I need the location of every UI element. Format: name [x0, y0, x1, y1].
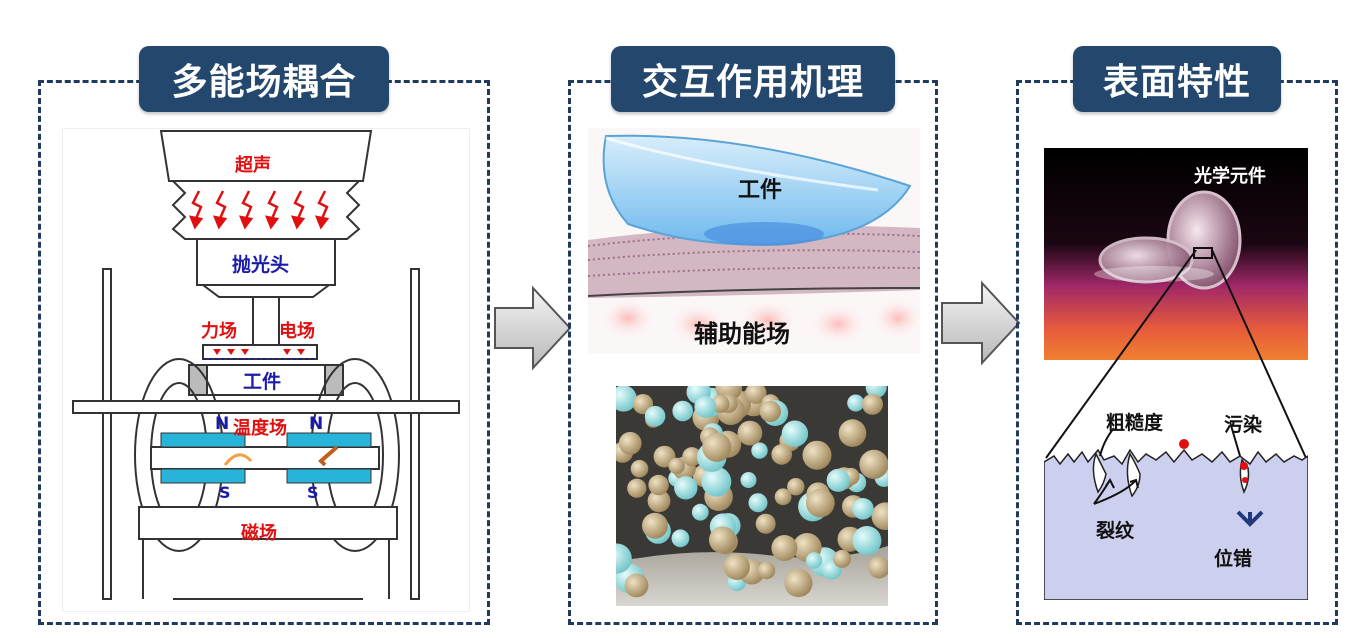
particle-sphere: [833, 549, 851, 568]
particle-sphere: [748, 493, 768, 513]
polishing-device-diagram: 超声 抛光头 力场 电场 工件 N 温度场 N S S 磁场: [62, 128, 470, 612]
particle-sphere: [701, 466, 732, 497]
panel-title-surface: 表面特性: [1073, 46, 1281, 112]
particle-sphere: [672, 400, 693, 422]
label-workpiece: 工件: [243, 371, 282, 393]
particle-sphere: [838, 419, 867, 447]
particle-sphere: [709, 526, 736, 554]
particle-sphere: [871, 502, 888, 530]
label-roughness: 粗糙度: [1106, 412, 1164, 434]
particle-sphere: [759, 400, 781, 423]
particle-sphere: [826, 468, 850, 492]
particle-sphere: [781, 420, 809, 447]
particle-sphere: [852, 498, 874, 520]
particle-sphere: [852, 526, 882, 555]
particle-sphere: [757, 561, 776, 580]
label-contamination: 污染: [1224, 414, 1263, 436]
particle-sphere: [751, 442, 768, 459]
label-pole-n-left: N: [215, 414, 230, 434]
particle-sphere: [771, 444, 792, 465]
mechanism-illustration: 工件 辅助能场: [588, 128, 920, 354]
surface-defects-diagram: 粗糙度 污染 裂纹 位错: [1044, 400, 1308, 600]
particle-sphere: [737, 420, 763, 446]
particle-sphere: [668, 457, 685, 475]
particle-sphere: [644, 405, 666, 427]
particle-sphere: [674, 476, 698, 500]
particle-sphere: [691, 503, 709, 521]
label-temperature-field: 温度场: [233, 418, 287, 439]
particle-sphere: [671, 529, 690, 548]
label-cracks: 裂纹: [1096, 520, 1135, 542]
panel-title-coupling: 多能场耦合: [139, 46, 389, 112]
particle-sphere: [805, 552, 823, 569]
particle-sphere: [802, 440, 832, 470]
particle-sphere: [755, 513, 776, 534]
zoom-lines: [1045, 250, 1307, 459]
particle-sphere: [847, 394, 865, 412]
particle-sphere: [740, 472, 757, 488]
optical-elements-photo: 光学元件: [1044, 148, 1308, 360]
lens-field-graphic: [588, 128, 920, 354]
particle-sphere: [694, 396, 717, 418]
particle-chains-graphic: [616, 386, 888, 606]
flow-arrow-2: [941, 280, 1021, 366]
flow-arrow-1: [494, 285, 572, 371]
particle-sphere: [682, 447, 702, 467]
particle-chain-image: [616, 386, 888, 606]
particle-sphere: [616, 543, 632, 574]
optics-graphic: [1044, 148, 1308, 360]
particle-sphere: [805, 488, 835, 518]
label-aux-field: 辅助能场: [694, 320, 790, 348]
particle-sphere: [771, 535, 798, 561]
label-dislocation: 位错: [1214, 548, 1253, 570]
label-pole-s-right: S: [307, 483, 319, 502]
particle-sphere: [648, 474, 669, 496]
label-optics: 光学元件: [1194, 166, 1266, 187]
label-force-field: 力场: [201, 321, 237, 342]
particle-sphere: [723, 553, 750, 580]
label-magnetic-field: 磁场: [241, 523, 277, 544]
particle-sphere: [618, 431, 642, 455]
label-electric-field: 电场: [279, 321, 315, 342]
particle-sphere: [630, 459, 649, 478]
particle-sphere: [616, 386, 637, 412]
label-polish-head: 抛光头: [232, 254, 290, 276]
particle-sphere: [624, 573, 649, 598]
particle-sphere: [702, 432, 732, 462]
device-schematic: [72, 130, 460, 600]
particle-sphere: [647, 489, 671, 513]
panel-title-mechanism: 交互作用机理: [611, 46, 895, 112]
particle-sphere: [859, 449, 888, 479]
particle-sphere: [868, 556, 888, 579]
particle-sphere: [745, 386, 767, 404]
particle-sphere: [862, 393, 883, 415]
label-pole-s-left: S: [219, 483, 231, 502]
particle-sphere: [642, 512, 668, 539]
particle-sphere: [784, 568, 813, 598]
label-mech-workpiece: 工件: [738, 178, 783, 203]
surface-profile-graphic: [1044, 421, 1308, 600]
particle-sphere: [787, 478, 805, 496]
label-ultrasound: 超声: [235, 155, 271, 176]
particle-sphere: [774, 488, 792, 506]
particle-sphere: [627, 478, 647, 498]
label-pole-n-right: N: [309, 414, 324, 434]
